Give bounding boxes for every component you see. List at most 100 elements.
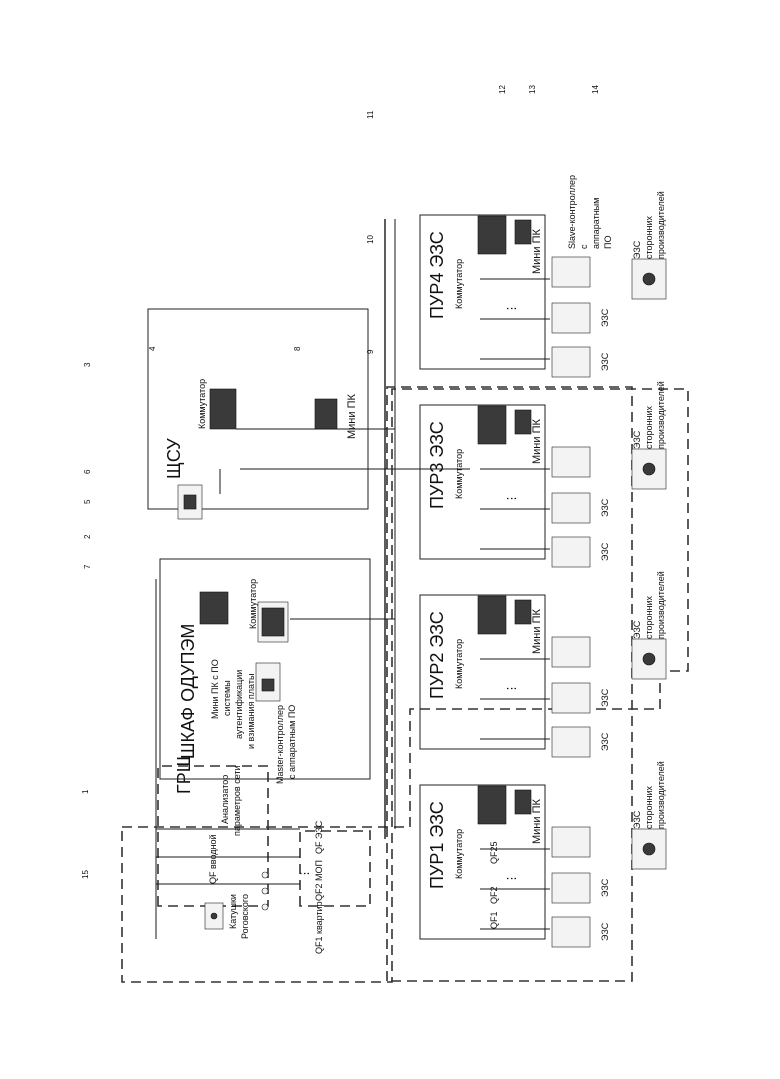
callout-7: 7	[83, 564, 92, 569]
pur2-switch-device	[478, 596, 506, 634]
odupem-title: ШКАФ ОДУПЭМ	[178, 624, 198, 759]
pur3-ezs-third-icon	[643, 463, 655, 475]
pur3-ezs-1	[552, 537, 590, 567]
mini-pc-auth-label-3: аутентификации	[234, 670, 244, 739]
rogowski-coil-icon	[211, 913, 217, 919]
callout-5: 5	[83, 499, 92, 504]
callout-8: 8	[293, 346, 302, 351]
shsu-mini-pc-label: Мини ПК	[346, 394, 358, 439]
pur4-block: ПУР4 ЭЗС Коммутатор Мини ПК ⋮ ЭЗС ЭЗС Sl…	[420, 175, 666, 377]
pur2-mini-pc-device	[515, 600, 531, 624]
pur3-mini-pc-label: Мини ПК	[531, 419, 543, 464]
pur4-ezs-third-label-2: сторонних	[644, 215, 654, 259]
pur2-ezs-2-label: ЭЗС	[600, 688, 610, 707]
mini-pc-auth-label-4: и взимания платы	[246, 674, 256, 749]
pur4-dots: ⋮	[506, 303, 518, 314]
pur4-slave-label-2: с	[579, 244, 589, 249]
callout-10: 10	[366, 235, 375, 244]
pur1-ezs-third-label-3: производителей	[656, 761, 666, 829]
analyzer-label-2: параметров сети	[232, 765, 242, 836]
pur4-slave-controller	[552, 257, 590, 287]
pur3-ezs-2-label: ЭЗС	[600, 498, 610, 517]
callout-15: 15	[81, 870, 90, 879]
qf2-mop-label: QF2 МОП	[314, 860, 324, 901]
qf-ezs-label: QF ЭЗС	[314, 820, 324, 854]
pur1-mini-pc-label: Мини ПК	[531, 799, 543, 844]
pur1-ezs-third-label-2: сторонних	[644, 785, 654, 829]
callout-13: 13	[528, 85, 537, 94]
pur4-slave-label-3: аппаратным	[591, 198, 601, 249]
pur3-block: ПУР3 ЭЗС Коммутатор Мини ПК ⋮ ЭЗС ЭЗС ЭЗ…	[420, 381, 666, 567]
pur4-ezs-1-label: ЭЗС	[600, 352, 610, 371]
pur3-ezs-third-label-1: ЭЗС	[632, 430, 642, 449]
pur1-ezs-third-icon	[643, 843, 655, 855]
pur3-ezs-third-label-3: производителей	[656, 381, 666, 449]
mini-pc-auth-label-1: Мини ПК с ПО	[210, 659, 220, 719]
pur2-ezs-third-label-1: ЭЗС	[632, 620, 642, 639]
pur1-dots: ⋮	[506, 873, 518, 884]
pur1-ezs-1-label: ЭЗС	[600, 922, 610, 941]
qf-main-label: QF вводной	[208, 834, 218, 884]
pur4-ezs-third-label-1: ЭЗС	[632, 240, 642, 259]
callout-1: 1	[81, 789, 90, 794]
pur2-mini-pc-label: Мини ПК	[531, 609, 543, 654]
pur3-mini-pc-device	[515, 410, 531, 434]
shsu-mini-pc-device	[315, 399, 337, 429]
pur2-ezs-1	[552, 727, 590, 757]
pur2-dots: ⋮	[506, 683, 518, 694]
pur1-mini-pc-device	[515, 790, 531, 814]
pur4-mini-pc-device	[515, 220, 531, 244]
pur3-ezs-2	[552, 493, 590, 523]
analyzer-label-1: Анализатор	[220, 775, 230, 824]
pur2-slave-controller	[552, 637, 590, 667]
pur4-title: ПУР4 ЭЗС	[427, 231, 447, 319]
pur4-switch-label: Коммутатор	[454, 259, 464, 309]
shsu-title: ЩСУ	[164, 438, 184, 479]
qf1-apartments-label: QF1 квартир	[314, 901, 324, 954]
callout-12: 12	[498, 85, 507, 94]
pur2-switch-label: Коммутатор	[454, 639, 464, 689]
callout-11: 11	[366, 110, 375, 119]
pur1-switch-device	[478, 786, 506, 824]
pur2-ezs-1-label: ЭЗС	[600, 732, 610, 751]
pur1-qf1-label: QF1	[489, 911, 499, 929]
terminal-1	[262, 904, 268, 910]
pur1-ezs-2	[552, 873, 590, 903]
callout-4: 4	[148, 346, 157, 351]
pur4-slave-label-4: ПО	[603, 236, 613, 249]
shsu-switch-label: Коммутатор	[197, 379, 207, 429]
mini-pc-auth-label-2: системы	[222, 680, 232, 716]
callout-9: 9	[366, 349, 375, 354]
pur3-dots: ⋮	[506, 493, 518, 504]
callout-6: 6	[83, 469, 92, 474]
odupem-switch-label: Коммутатор	[248, 579, 258, 629]
callout-3: 3	[83, 362, 92, 367]
pur2-ezs-third-label-2: сторонних	[644, 595, 654, 639]
rotated-drawing-sheet: ГРЩ Анализатор параметров сети QF вводно…	[81, 85, 688, 982]
pur4-switch-device	[478, 216, 506, 254]
pur1-title: ПУР1 ЭЗС	[427, 801, 447, 889]
pur3-ezs-third-label-2: сторонних	[644, 405, 654, 449]
master-label-1: Master-контроллер	[275, 705, 285, 784]
pur1-qf25-label: QF25	[489, 841, 499, 864]
pur4-ezs-2	[552, 303, 590, 333]
pur2-ezs-2	[552, 683, 590, 713]
pur4-ezs-2-label: ЭЗС	[600, 308, 610, 327]
callout-2: 2	[83, 534, 92, 539]
pur4-ezs-third-label-3: производителей	[656, 191, 666, 259]
pur4-ezs-1	[552, 347, 590, 377]
pur1-switch-label: Коммутатор	[454, 829, 464, 879]
pur1-block: ПУР1 ЭЗС Коммутатор Мини ПК QF1 QF2 QF25…	[420, 761, 666, 947]
grsch-title: ГРЩ	[174, 755, 194, 794]
master-controller-chip	[262, 679, 274, 691]
pur2-block: ПУР2 ЭЗС Коммутатор Мини ПК ⋮ ЭЗС ЭЗС ЭЗ…	[420, 571, 666, 757]
feeder-dots: ⋮	[299, 868, 311, 879]
odupem-switch-body	[262, 608, 284, 636]
shsu-meter-display	[184, 495, 196, 509]
pur3-switch-label: Коммутатор	[454, 449, 464, 499]
pur4-slave-label-1: Slave-контроллер	[567, 175, 577, 249]
pur3-ezs-1-label: ЭЗС	[600, 542, 610, 561]
terminal-2	[262, 888, 268, 894]
pur3-switch-device	[478, 406, 506, 444]
